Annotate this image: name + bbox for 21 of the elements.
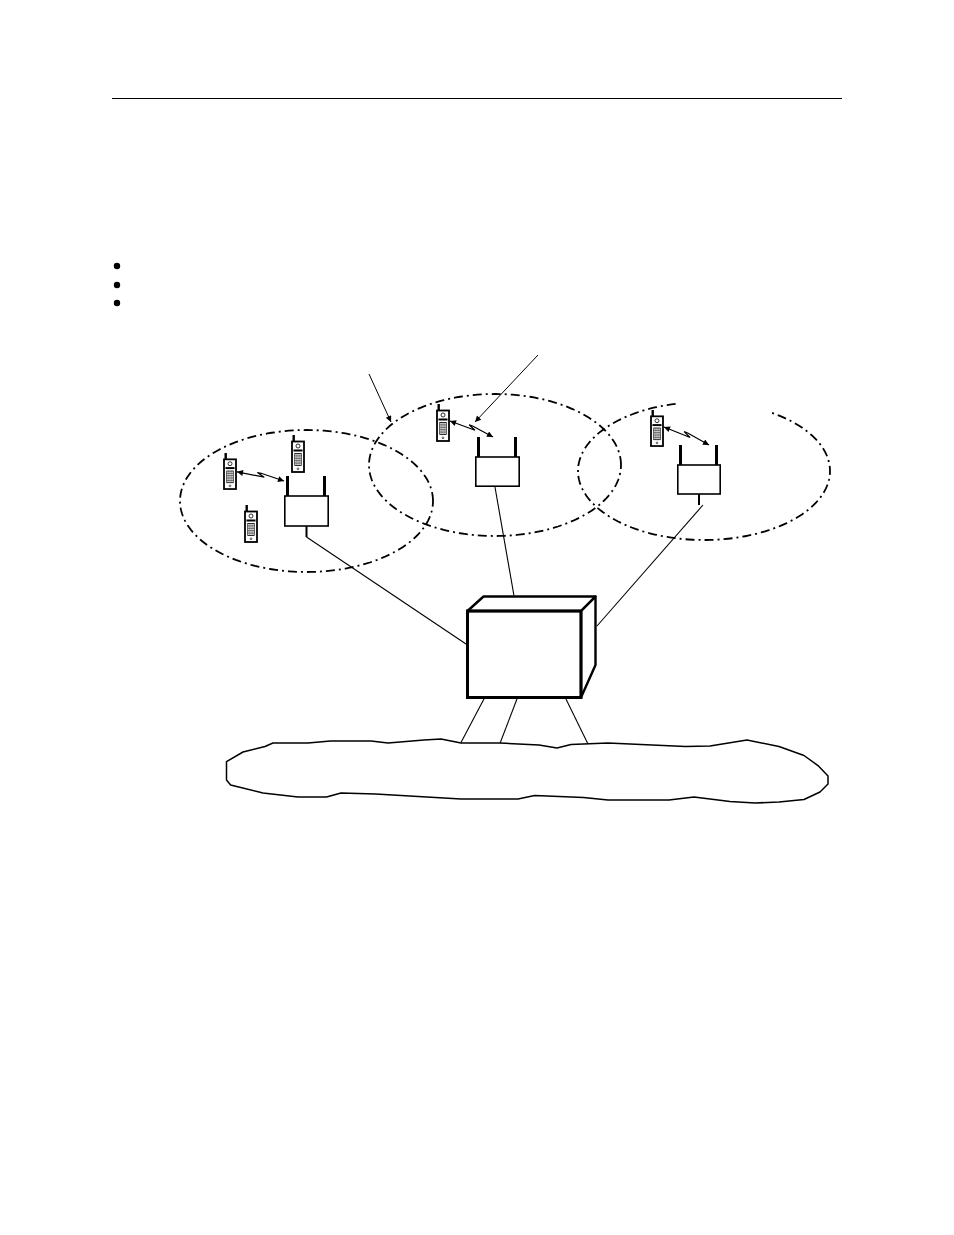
network-cloud: [225, 738, 831, 805]
connection-line: [596, 504, 704, 627]
base-station: [475, 437, 520, 487]
connection-line: [494, 486, 515, 597]
radio-link-arrow: [236, 470, 285, 482]
mobile-phone-icon: [244, 505, 258, 543]
connection-line: [460, 698, 485, 744]
connection-line: [499, 698, 518, 744]
connection-line: [565, 698, 589, 745]
base-station: [284, 476, 329, 537]
switching-center-cube: [466, 595, 597, 699]
mobile-phone-icon: [291, 435, 305, 473]
radio-link-arrow: [449, 420, 494, 438]
radio-link-arrow: [663, 426, 710, 446]
connection-line: [305, 536, 467, 645]
mobile-phone-icon: [223, 453, 237, 490]
base-station: [677, 445, 721, 505]
leader-line: [368, 373, 392, 423]
leader-line: [474, 354, 539, 423]
mobile-phone-icon: [436, 404, 450, 442]
mobile-phone-icon: [650, 410, 664, 447]
